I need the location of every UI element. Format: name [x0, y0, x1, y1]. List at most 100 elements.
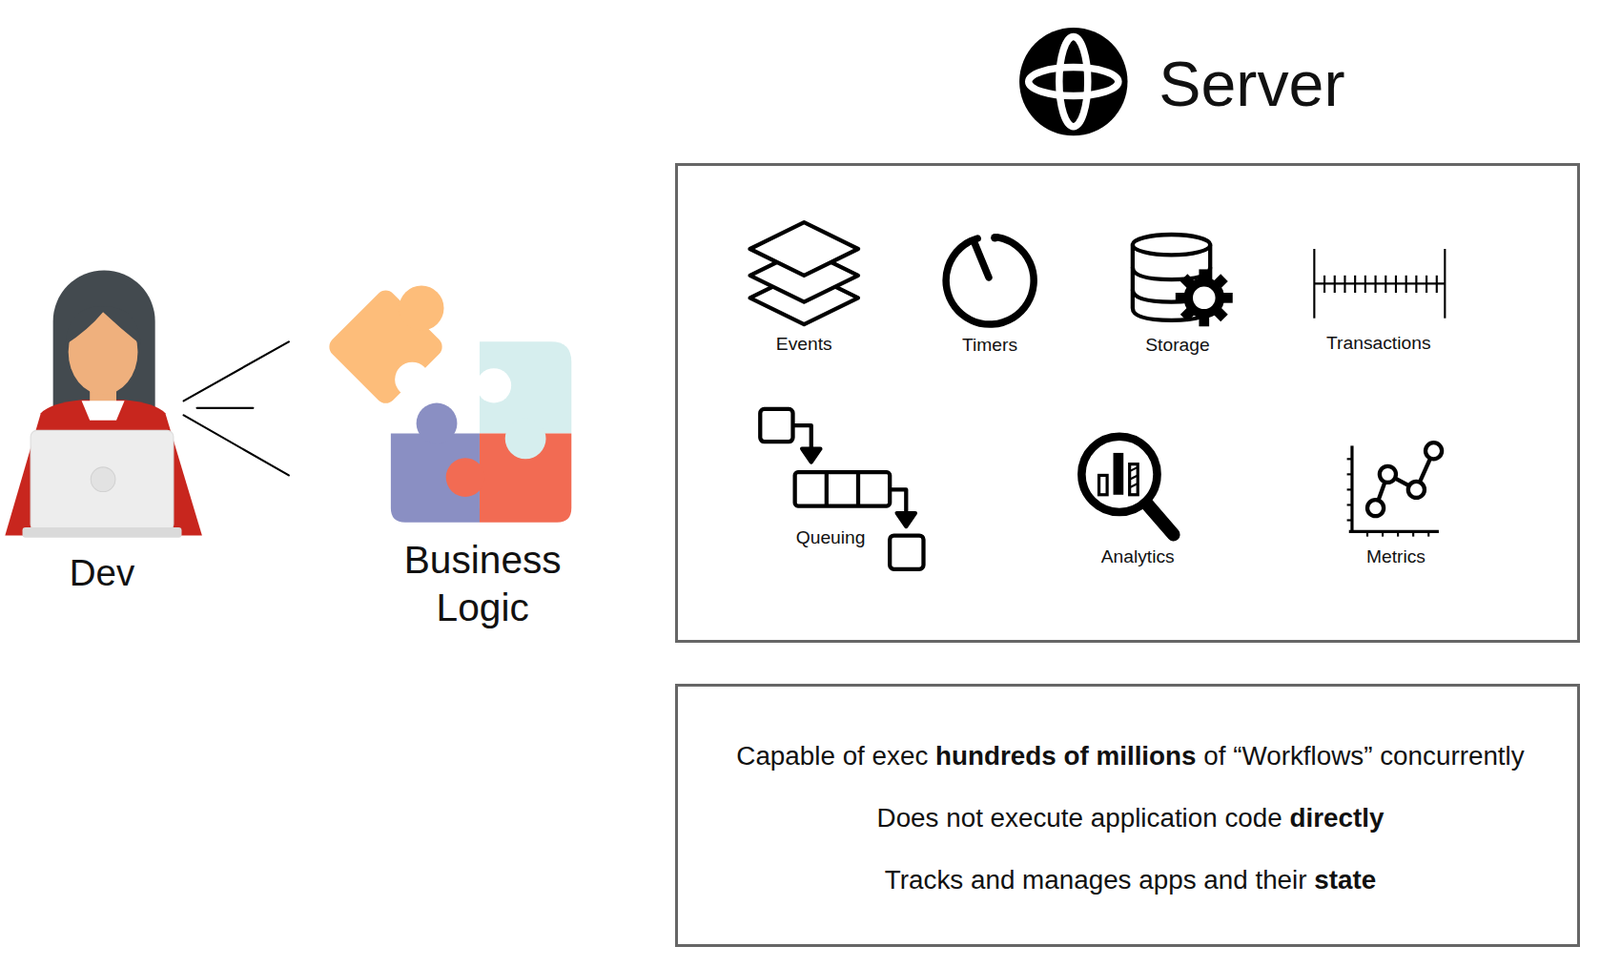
- feature-box: Capable of exec hundreds of millions of …: [675, 683, 1580, 947]
- storage-icon-part: [1175, 268, 1233, 327]
- events-icon: [750, 222, 859, 325]
- metrics-icon-part: [1412, 531, 1415, 536]
- feature-text: Does not execute application code direct…: [877, 801, 1385, 834]
- text-run: Tracks and manages apps and their: [884, 865, 1314, 896]
- speech-lines-part: [197, 407, 254, 410]
- developer-figure: [4, 269, 203, 537]
- metrics-icon-part: [1381, 531, 1384, 536]
- analytics-icon-part: [1129, 467, 1139, 472]
- queuing-icon-part: [897, 512, 916, 527]
- server-logo-part: [1019, 27, 1128, 136]
- emphasis-text: state: [1313, 865, 1376, 896]
- transactions-icon-part: [1343, 275, 1346, 293]
- server-box: Server: [675, 163, 1580, 643]
- metrics-icon: [1347, 442, 1443, 536]
- actor-label: Dev: [69, 551, 136, 595]
- server-logo-part: [1028, 67, 1119, 97]
- icon-label: Timers: [962, 333, 1018, 356]
- metrics-icon-part: [1347, 503, 1353, 506]
- analytics-icon-part: [1113, 452, 1125, 495]
- emphasis-text: directly: [1290, 802, 1385, 833]
- metrics-icon-part: [1347, 488, 1353, 491]
- puzzle-illustration-part: [394, 362, 430, 397]
- analytics-icon-part: [1081, 436, 1157, 513]
- developer-figure-part: [90, 467, 116, 493]
- transactions-icon-part: [1435, 275, 1438, 293]
- icon-label: Analytics: [1101, 546, 1175, 569]
- puzzle-illustration: [325, 285, 572, 522]
- metrics-icon-part: [1427, 531, 1430, 536]
- transactions-icon-part: [1353, 275, 1356, 293]
- queuing-icon-part: [759, 409, 793, 442]
- icon-label: Transactions: [1326, 331, 1431, 354]
- puzzle-illustration-part: [398, 285, 444, 330]
- transactions-icon-part: [1394, 275, 1397, 293]
- speech-lines: [184, 341, 289, 475]
- developer-figure-part: [30, 430, 174, 531]
- developer-figure-part: [53, 269, 156, 408]
- metrics-icon-part: [1367, 499, 1384, 516]
- metrics-icon-part: [1408, 481, 1425, 498]
- feature-text: Capable of exec hundreds of millions of …: [736, 739, 1524, 772]
- timer-icon: [945, 233, 1034, 325]
- transactions-icon-part: [1333, 275, 1336, 293]
- storage-icon-part: [1180, 273, 1229, 322]
- metrics-icon-part: [1425, 442, 1442, 459]
- puzzle-illustration-part: [325, 286, 447, 408]
- transactions-icon: [1313, 248, 1445, 319]
- text-run: Does not execute application code: [877, 802, 1291, 833]
- metrics-icon-part: [1375, 451, 1435, 509]
- analytics-icon-part: [1099, 474, 1108, 494]
- icon-label: Metrics: [1366, 546, 1426, 569]
- queuing-icon-part: [824, 471, 829, 506]
- developer-figure-part: [4, 399, 203, 535]
- events-icon-part: [750, 222, 859, 276]
- analytics-icon-part: [1129, 483, 1139, 488]
- server-title: Server: [1158, 46, 1345, 124]
- illustration-label: Business Logic: [382, 537, 583, 633]
- text-run: Server: [1158, 48, 1345, 120]
- emphasis-text: hundreds of millions: [935, 740, 1197, 771]
- storage-icon: [1132, 234, 1233, 327]
- analytics-icon: [1081, 436, 1173, 535]
- transactions-icon-part: [1405, 275, 1408, 293]
- developer-figure-part: [64, 306, 141, 346]
- analytics-icon-part: [1129, 474, 1139, 479]
- transactions-icon-part: [1425, 275, 1428, 293]
- speech-lines-part: [184, 341, 289, 401]
- analytics-icon-part: [1129, 464, 1139, 495]
- server-logo-part: [1059, 37, 1088, 127]
- transactions-icon-part: [1374, 275, 1376, 293]
- storage-icon-part: [1180, 273, 1229, 322]
- queuing-icon-part: [856, 471, 861, 506]
- storage-icon-part: [1132, 234, 1211, 255]
- timer-icon-part: [945, 237, 1034, 325]
- analytics-icon-part: [1147, 503, 1174, 534]
- developer-figure-part: [22, 527, 183, 538]
- puzzle-illustration-part: [505, 418, 547, 460]
- puzzle-illustration-part: [416, 403, 458, 445]
- icon-label: Storage: [1145, 333, 1210, 356]
- queuing-icon-part: [795, 471, 891, 506]
- transactions-icon-part: [1364, 275, 1367, 293]
- text-run: of “Workflows” concurrently: [1196, 740, 1525, 771]
- queuing-icon-part: [801, 449, 821, 463]
- metrics-icon-part: [1347, 472, 1353, 475]
- storage-icon-part: [1192, 287, 1216, 310]
- metrics-icon-part: [1347, 518, 1353, 521]
- speech-lines-part: [184, 414, 289, 475]
- metrics-icon-part: [1379, 466, 1396, 483]
- transactions-icon-part: [1415, 275, 1417, 293]
- icon-label: Queuing: [796, 526, 866, 549]
- puzzle-illustration-part: [476, 368, 512, 403]
- storage-icon-part: [1183, 277, 1225, 319]
- metrics-icon-part: [1349, 530, 1439, 534]
- timer-icon-part: [990, 233, 1000, 243]
- storage-icon-part: [1132, 266, 1211, 280]
- queuing-icon-part: [889, 535, 924, 570]
- metrics-icon-part: [1347, 457, 1353, 460]
- developer-figure-part: [82, 400, 125, 420]
- icon-label: Events: [776, 332, 833, 355]
- timer-icon-part: [974, 243, 989, 278]
- queuing-icon: [759, 409, 924, 570]
